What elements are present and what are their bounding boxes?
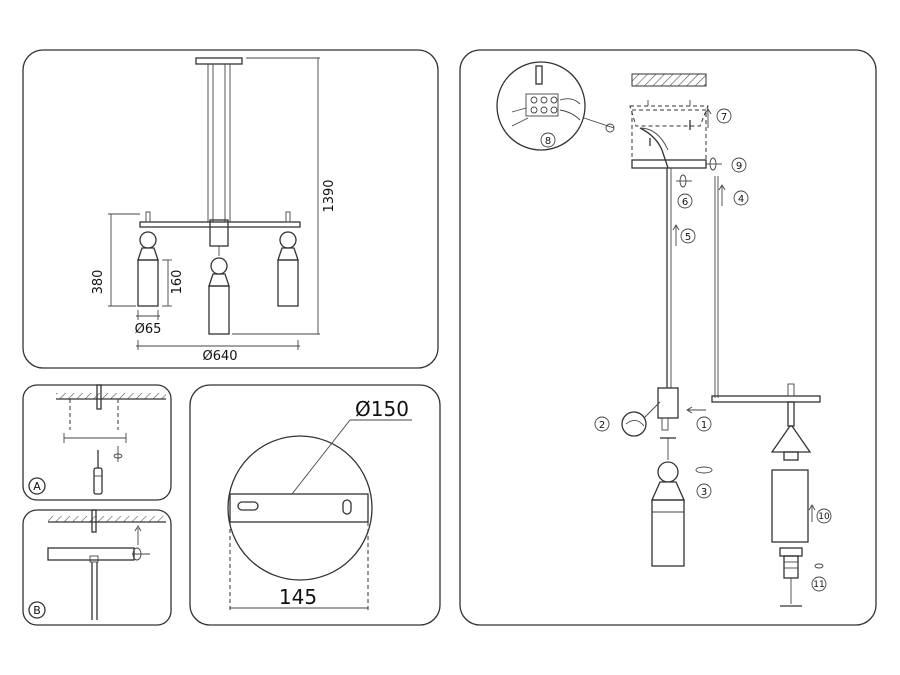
step-3-label: 3 bbox=[701, 487, 707, 498]
panel-assembly bbox=[459, 49, 877, 626]
step-2-label: 2 bbox=[599, 420, 605, 431]
dimension-total-height: 1390 bbox=[322, 179, 337, 212]
step-markers bbox=[540, 108, 832, 592]
step-10-label: 10 bbox=[818, 512, 830, 522]
step-6-label: 6 bbox=[682, 197, 688, 208]
step-5-label: 5 bbox=[685, 232, 691, 243]
step-8-label: 8 bbox=[545, 136, 551, 147]
step-a-label: A bbox=[33, 480, 41, 493]
panel-step-a bbox=[22, 384, 172, 501]
step-11-label: 11 bbox=[813, 580, 824, 590]
dimension-shade-diameter: Ø65 bbox=[135, 322, 162, 337]
panel-step-b bbox=[22, 509, 172, 626]
step-7-label: 7 bbox=[721, 112, 727, 123]
dimension-span-diameter: Ø640 bbox=[202, 349, 237, 364]
dimension-shade-height: 380 bbox=[91, 270, 106, 295]
dimension-glass-height: 160 bbox=[170, 270, 185, 295]
canopy-diameter-label: Ø150 bbox=[355, 397, 409, 421]
step-9-label: 9 bbox=[736, 161, 742, 172]
step-4-label: 4 bbox=[738, 194, 744, 205]
panel-dimensions bbox=[22, 49, 439, 369]
step-1-label: 1 bbox=[701, 420, 707, 431]
step-b-label: B bbox=[33, 604, 41, 617]
panel-canopy bbox=[189, 384, 441, 626]
canopy-bracket-width-label: 145 bbox=[279, 585, 317, 609]
